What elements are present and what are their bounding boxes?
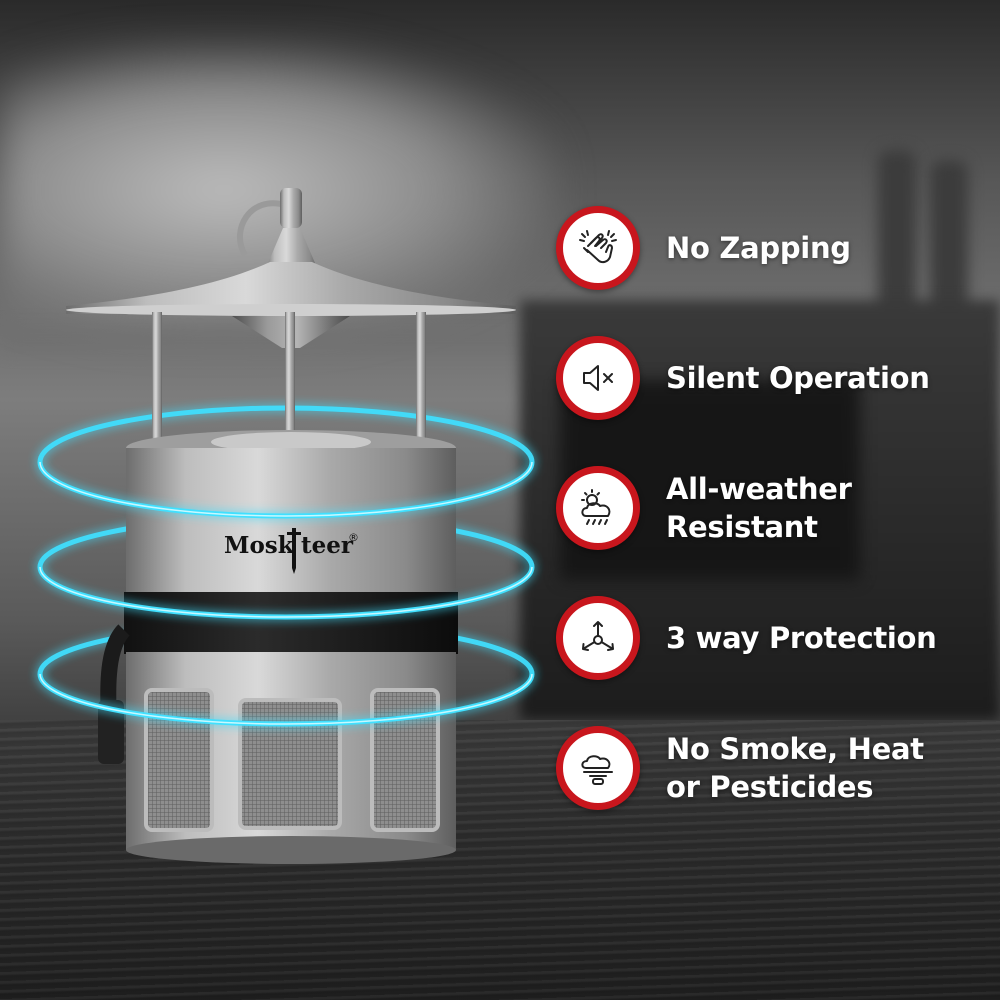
feature-label: No Smoke, Heat or Pesticides: [666, 732, 924, 804]
feature-label: Silent Operation: [666, 361, 930, 395]
feature-label: All-weather Resistant: [666, 472, 852, 544]
feature-badge: [556, 336, 640, 420]
feature-badge: [556, 466, 640, 550]
feature-silent-operation: Silent Operation: [556, 336, 930, 420]
feature-3-way-protection: 3 way Protection: [556, 596, 937, 680]
feature-badge: [556, 596, 640, 680]
speaker-mute-icon: [583, 365, 613, 391]
brand-name-right: teer: [301, 532, 354, 559]
sword-icon: [292, 528, 296, 574]
feature-badge: [556, 726, 640, 810]
clapping-hands-icon: [579, 230, 617, 264]
brand-logo: Mosk teer ®: [224, 528, 359, 574]
no-smoke-icon: [581, 755, 613, 785]
weather-cloud-icon: [581, 489, 611, 525]
brand-name-left: Mosk: [224, 532, 295, 559]
feature-no-zapping: No Zapping: [556, 206, 851, 290]
feature-all-weather: All-weather Resistant: [556, 466, 852, 550]
feature-badge: [556, 206, 640, 290]
background-bottle: [878, 150, 916, 320]
registered-mark: ®: [348, 531, 359, 544]
three-way-arrows-icon: [582, 621, 614, 651]
feature-label: 3 way Protection: [666, 621, 937, 655]
feature-no-smoke: No Smoke, Heat or Pesticides: [556, 726, 924, 810]
feature-label: No Zapping: [666, 231, 851, 265]
